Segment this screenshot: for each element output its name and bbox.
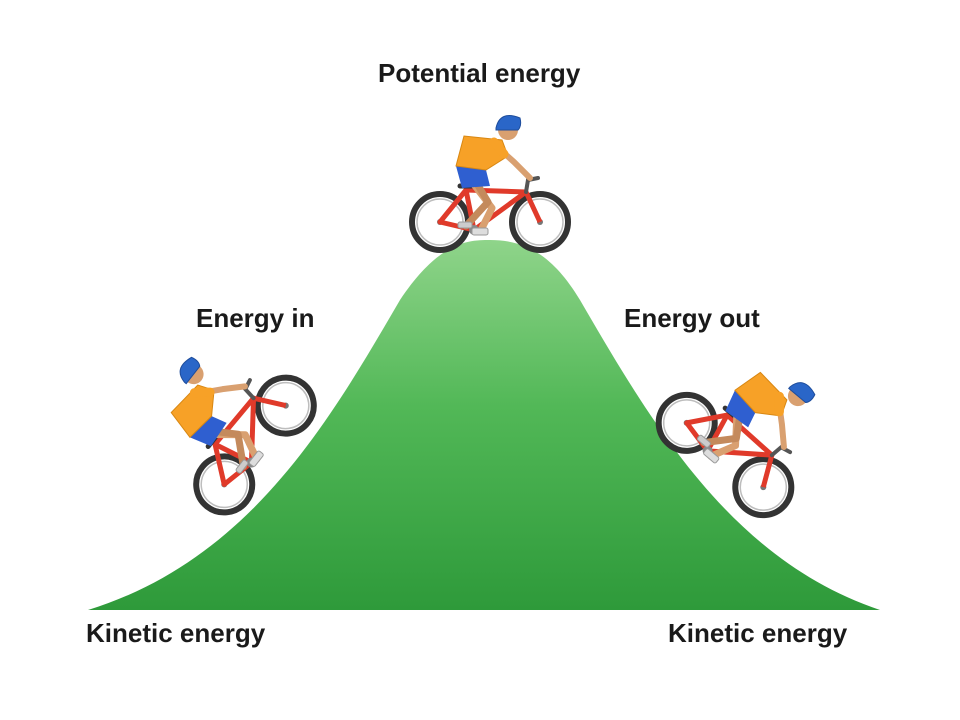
energy-out-label: Energy out (624, 303, 760, 333)
energy-in-label: Energy in (196, 303, 315, 333)
potential-energy-label: Potential energy (378, 58, 581, 88)
cyclist-top-icon (412, 116, 568, 250)
hill-shape (88, 240, 880, 610)
kinetic-energy-right-label: Kinetic energy (668, 618, 848, 648)
kinetic-energy-left-label: Kinetic energy (86, 618, 266, 648)
